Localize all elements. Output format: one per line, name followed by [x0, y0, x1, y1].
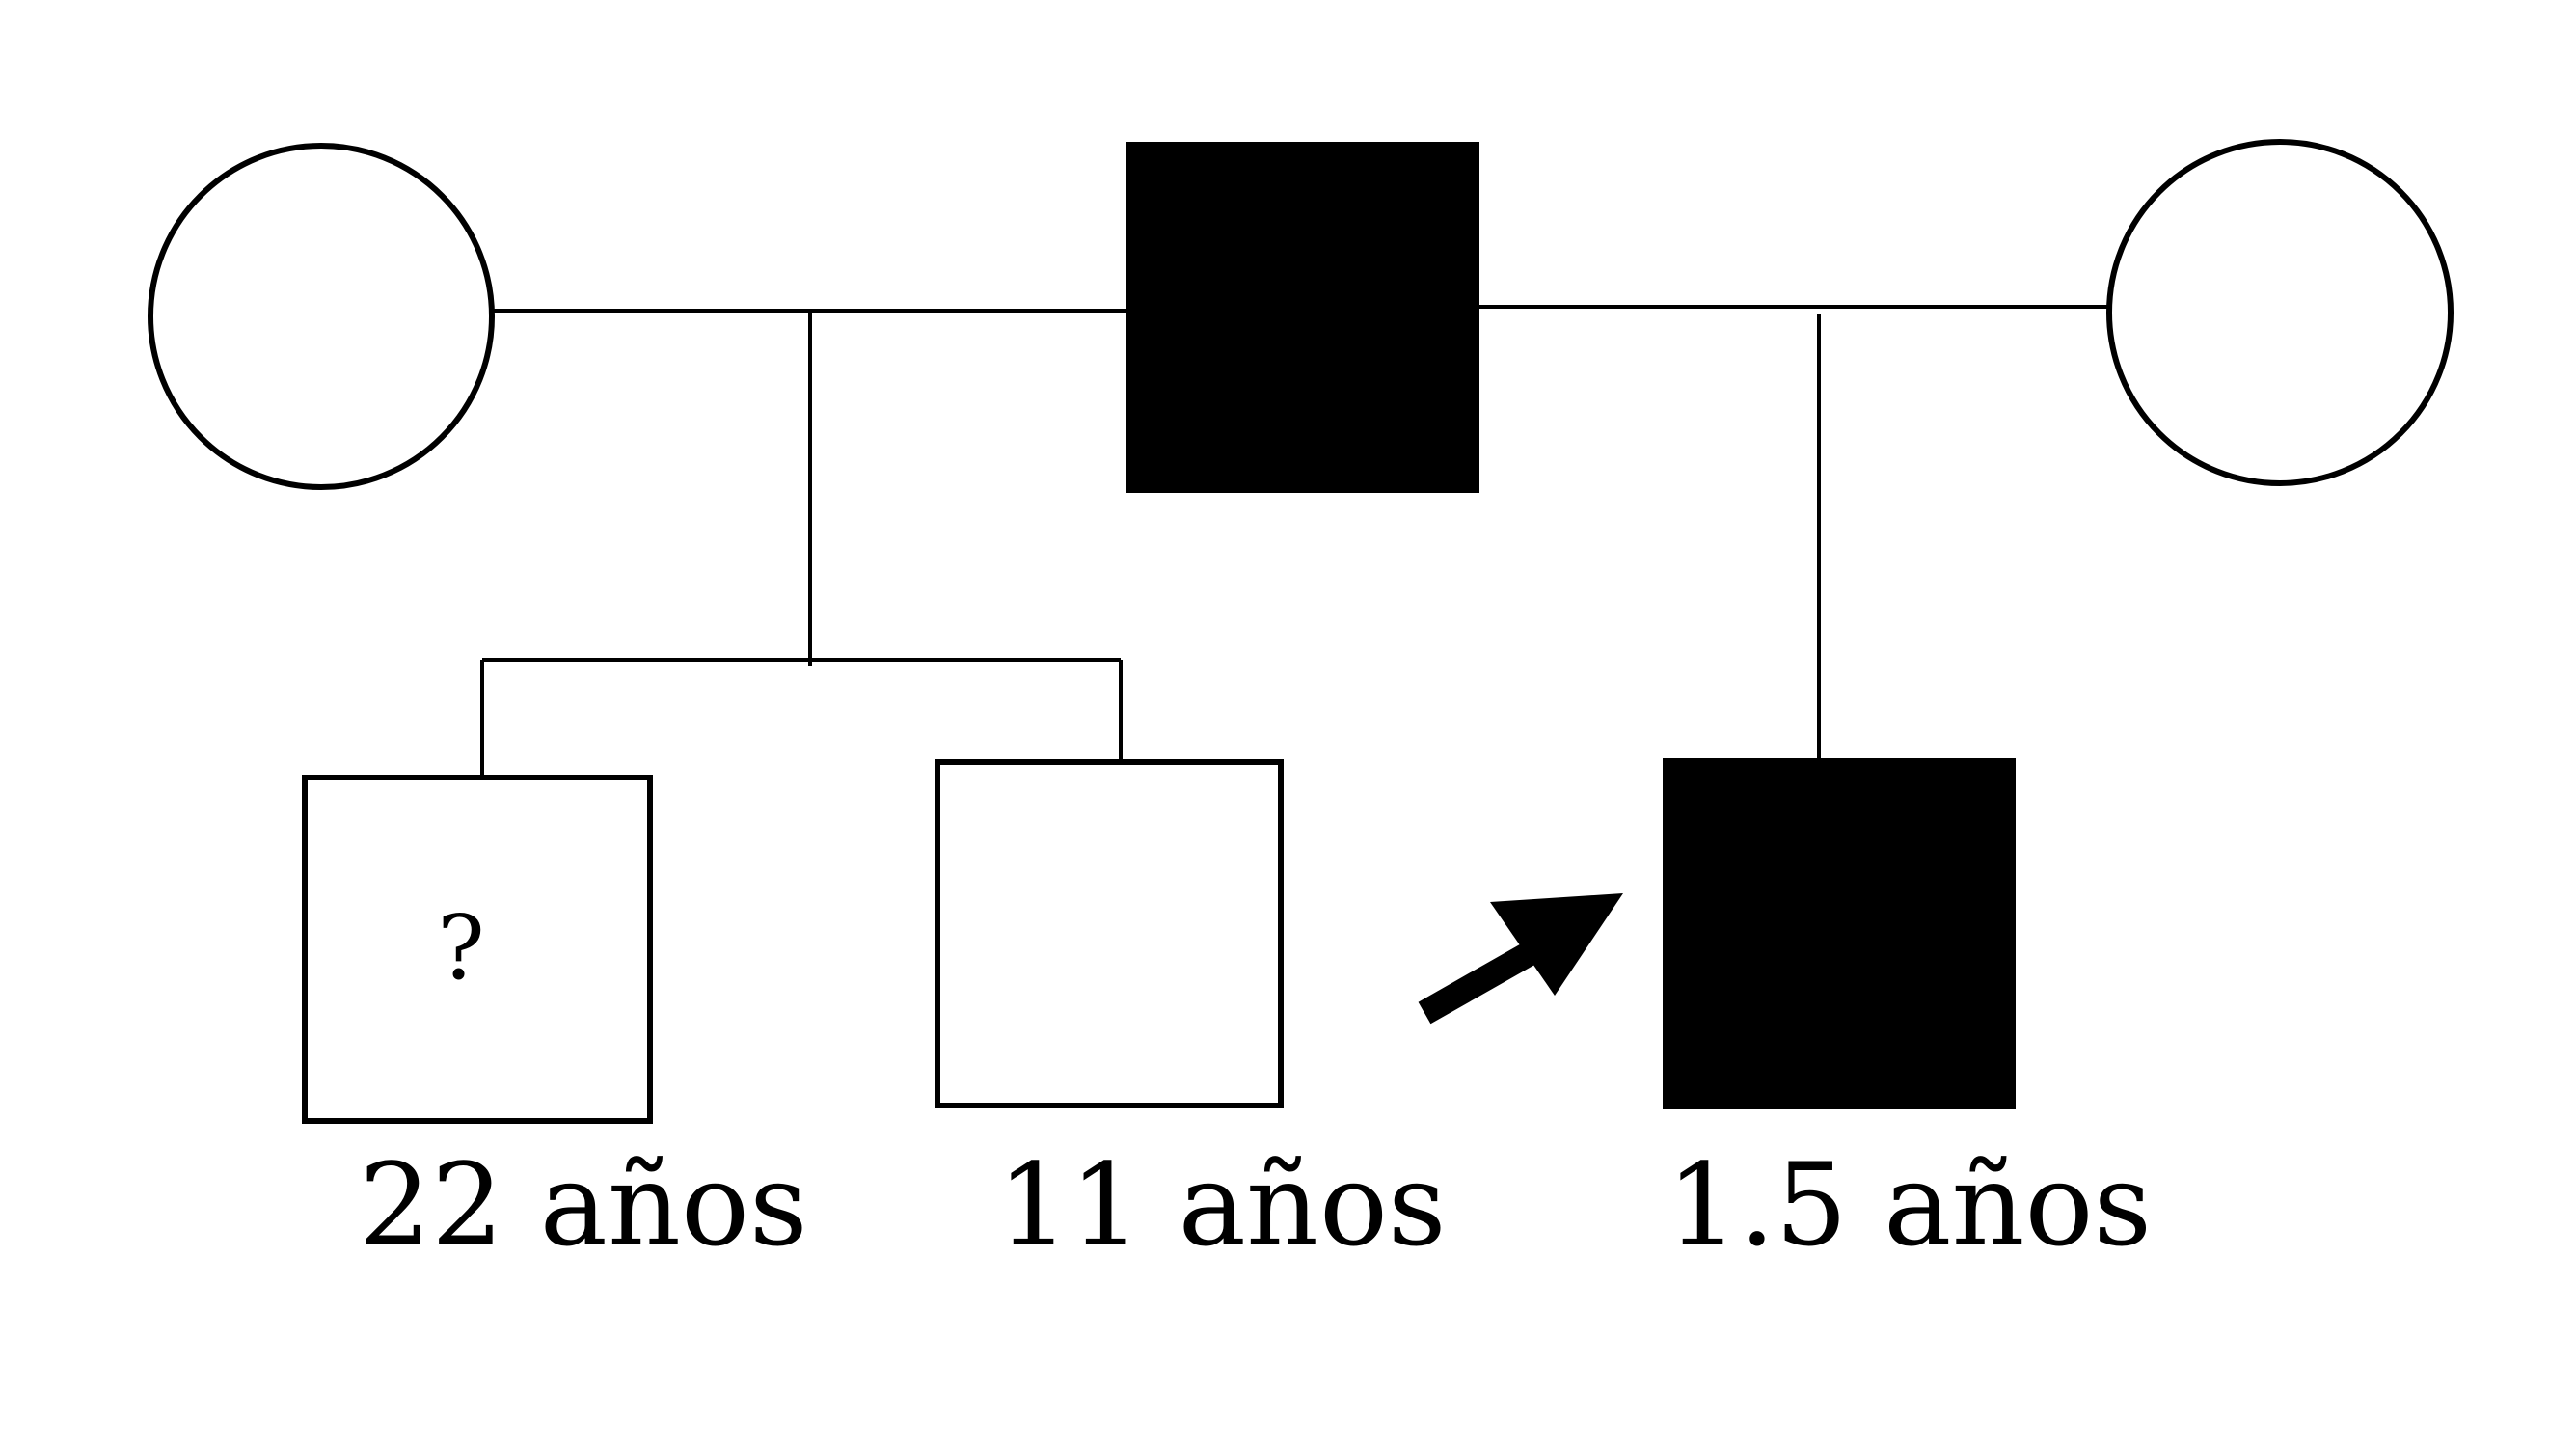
proband-arrow-icon	[1418, 893, 1623, 1025]
child2-age-label: 11 años	[997, 1138, 1447, 1271]
child1-unknown-status-mark: ?	[437, 896, 484, 999]
child3-proband-affected-male-symbol	[1663, 758, 2016, 1109]
first-partner-female-symbol	[148, 143, 495, 490]
child2-male-symbol	[935, 759, 1284, 1108]
child1-male-symbol	[302, 775, 653, 1124]
second-partner-female-symbol	[2106, 139, 2454, 486]
father-affected-male-symbol	[1126, 142, 1479, 493]
child3-age-label: 1.5 años	[1667, 1138, 2152, 1271]
child1-age-label: 22 años	[359, 1138, 808, 1271]
